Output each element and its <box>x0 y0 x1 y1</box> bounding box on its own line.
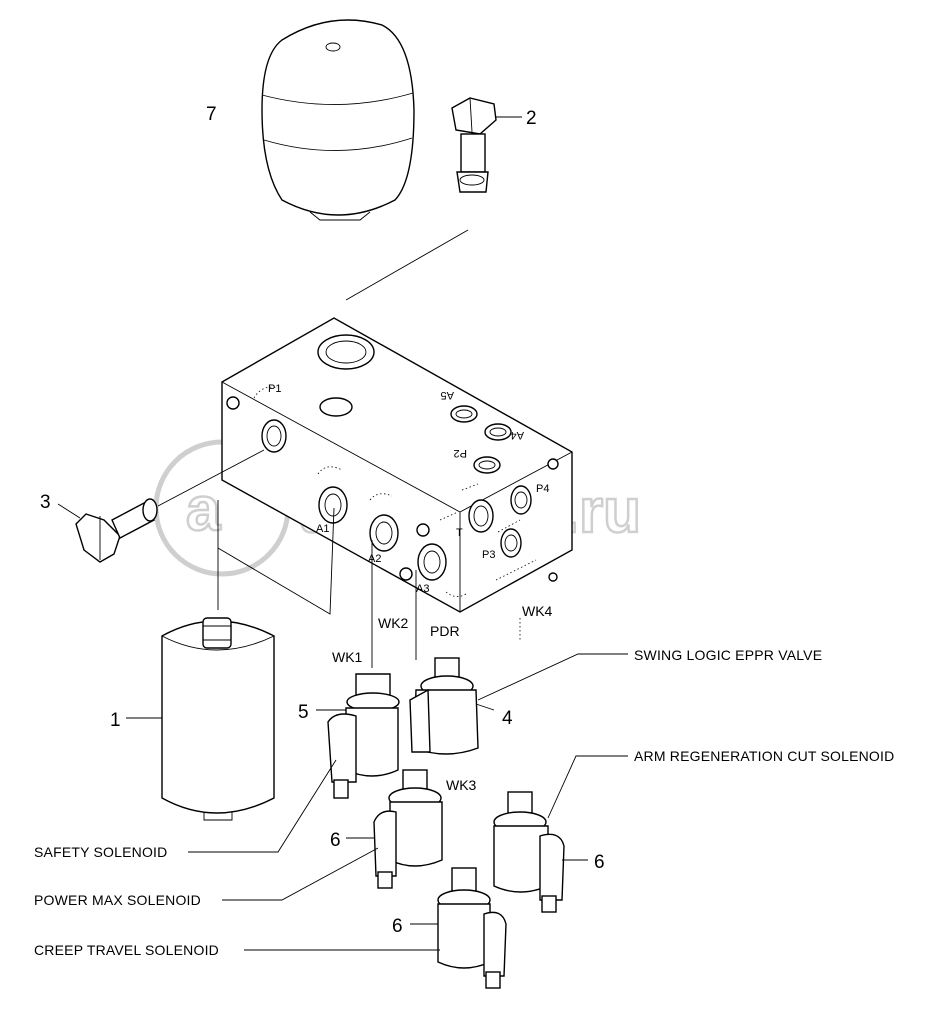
part-number-1: 1 <box>110 710 121 731</box>
wire-label-wk4: WK4 <box>522 603 553 619</box>
safety-solenoid-5 <box>327 673 400 799</box>
leader-4 <box>475 703 495 711</box>
port-label-p1: P1 <box>268 383 281 395</box>
port-label-a1: A1 <box>316 523 329 535</box>
port-label-a4: A4 <box>511 429 524 441</box>
part-number-2: 2 <box>526 108 537 129</box>
part-number-6b: 6 <box>594 852 605 873</box>
port-label-t: T <box>456 527 463 539</box>
port-label-a2: A2 <box>368 553 381 565</box>
callout-creep-travel-solenoid: CREEP TRAVEL SOLENOID <box>34 942 219 958</box>
part-number-3: 3 <box>40 492 51 513</box>
wire-label-wk2: WK2 <box>378 615 409 631</box>
part-number-5: 5 <box>298 702 309 723</box>
arm-regen-solenoid-6 <box>493 791 565 913</box>
filter-canister-1 <box>161 617 275 821</box>
leader-3 <box>57 503 81 519</box>
callout-arm-regeneration-cut-solenoid: ARM REGENERATION CUT SOLENOID <box>634 748 894 764</box>
svg-text:a: a <box>186 475 221 544</box>
leader-power-max <box>222 847 379 901</box>
part-number-6a: 6 <box>330 830 341 851</box>
leader-3-assy <box>157 449 265 507</box>
callout-power-max-solenoid: POWER MAX SOLENOID <box>34 892 201 908</box>
power-max-solenoid-6 <box>373 769 443 889</box>
port-label-p3: P3 <box>482 549 495 561</box>
callout-swing-logic-eppr-valve: SWING LOGIC EPPR VALVE <box>634 647 822 663</box>
port-label-a5: A5 <box>441 389 454 401</box>
creep-travel-solenoid-6 <box>437 867 507 989</box>
part-number-4: 4 <box>502 708 513 729</box>
wire-label-pdr: PDR <box>430 623 460 639</box>
leader-7-line <box>345 229 469 301</box>
leader-arm-regen <box>547 755 628 819</box>
plug-2 <box>451 97 497 193</box>
port-label-p2: P2 <box>454 447 467 459</box>
wire-label-wk3: WK3 <box>446 777 477 793</box>
swing-logic-eppr-valve-4 <box>409 657 479 755</box>
valve-block <box>221 317 573 613</box>
part-number-7: 7 <box>206 104 217 125</box>
port-label-p4: P4 <box>536 483 549 495</box>
part-number-6c: 6 <box>392 916 403 937</box>
wire-label-wk1: WK1 <box>332 649 363 665</box>
port-label-a3: A3 <box>416 583 429 595</box>
callout-safety-solenoid: SAFETY SOLENOID <box>34 844 167 860</box>
leader-swing-logic <box>477 653 628 701</box>
accumulator-7 <box>261 19 415 221</box>
plug-3 <box>75 498 158 563</box>
leader-safety <box>188 759 337 853</box>
assembly-lines <box>217 500 521 668</box>
